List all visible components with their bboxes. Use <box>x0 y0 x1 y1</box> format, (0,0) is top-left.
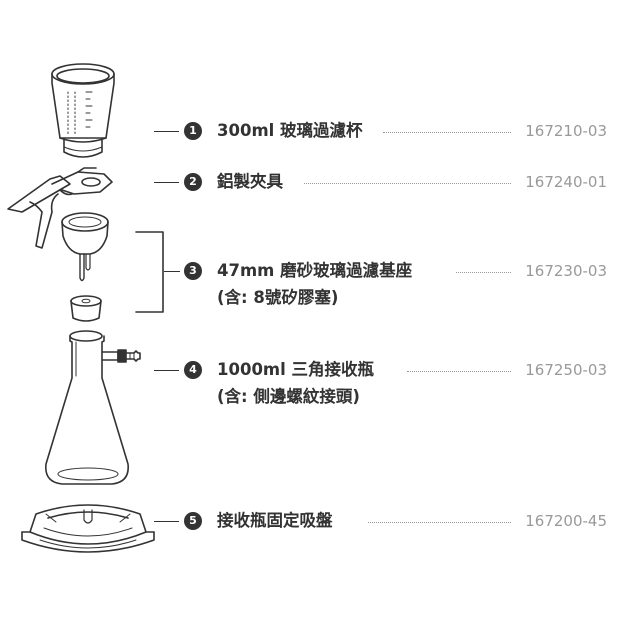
part-number-badge: 2 <box>184 173 202 191</box>
dotted-leader <box>368 522 511 523</box>
silicone-stopper-icon <box>70 295 102 322</box>
dotted-leader <box>407 371 511 372</box>
part-code: 167230-03 <box>525 262 607 280</box>
leader-line <box>154 521 179 522</box>
part-code: 167200-45 <box>525 512 607 530</box>
part-code: 167250-03 <box>525 361 607 379</box>
part-name: 鋁製夾具 <box>217 172 283 191</box>
part-number-badge: 5 <box>184 512 202 530</box>
filter-funnel-icon <box>51 63 115 158</box>
part-number-badge: 3 <box>184 262 202 280</box>
erlenmeyer-flask-icon <box>45 330 141 485</box>
leader-line <box>154 131 179 132</box>
dotted-leader <box>383 132 511 133</box>
aluminum-clamp-icon <box>7 167 113 249</box>
leader-line <box>164 271 180 272</box>
dotted-leader <box>456 272 511 273</box>
part-name: 1000ml 三角接收瓶 <box>217 360 375 379</box>
part-code: 167210-03 <box>525 122 607 140</box>
part-name: 47mm 磨砂玻璃過濾基座 <box>217 261 413 280</box>
leader-line <box>154 370 179 371</box>
part-number-badge: 4 <box>184 361 202 379</box>
part-number-badge: 1 <box>184 122 202 140</box>
part-code: 167240-01 <box>525 173 607 191</box>
part-note: (含: 側邊螺紋接頭) <box>217 387 360 406</box>
part-note: (含: 8號矽膠塞) <box>217 288 339 307</box>
suction-base-icon <box>21 504 155 553</box>
fritted-base-icon <box>61 212 109 282</box>
part-name: 接收瓶固定吸盤 <box>217 511 333 530</box>
part-name: 300ml 玻璃過濾杯 <box>217 121 363 140</box>
dotted-leader <box>304 183 511 184</box>
leader-line <box>154 182 179 183</box>
